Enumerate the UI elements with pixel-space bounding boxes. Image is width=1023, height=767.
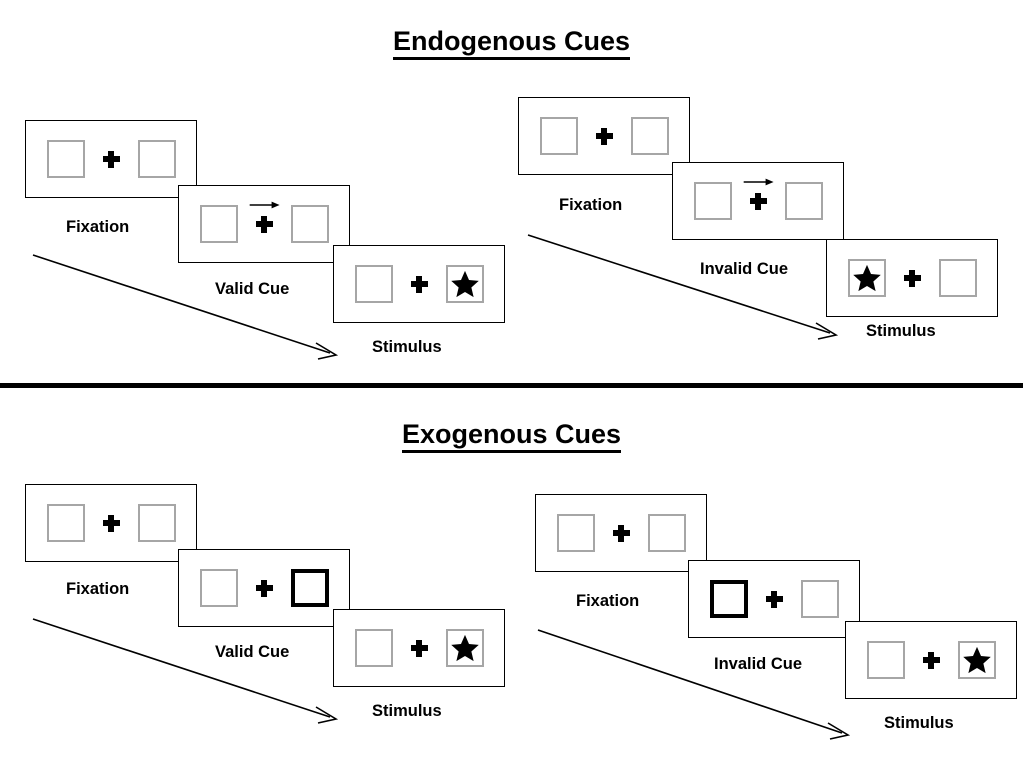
box-right: [800, 580, 839, 618]
fixation-cross-icon: [410, 639, 428, 657]
panel-label-endogenous-valid-cue: Valid Cue: [215, 280, 290, 298]
star-icon: [962, 646, 991, 674]
fixation-cross-icon: [743, 178, 774, 210]
panel-label-endogenous-valid-stimulus: Stimulus: [372, 338, 442, 356]
time-arrow-exogenous-valid: [32, 618, 339, 724]
box-left-cued: [709, 580, 748, 618]
box-left: [354, 265, 393, 303]
box-left: [539, 117, 578, 155]
box-left: [199, 205, 238, 243]
box-right: [137, 504, 176, 542]
time-arrow-endogenous-valid: [32, 254, 339, 360]
box-right-cued: [290, 569, 329, 607]
panel-exogenous-valid-fixation: [25, 484, 197, 562]
fixation-cross-icon: [765, 590, 783, 608]
section-title-endogenous: Endogenous Cues: [0, 26, 1023, 60]
box-left-target: [847, 259, 886, 297]
star-icon: [450, 634, 479, 662]
panel-label-exogenous-valid-stimulus: Stimulus: [372, 702, 442, 720]
box-right: [784, 182, 823, 220]
section-title-endogenous-text: Endogenous Cues: [392, 26, 630, 60]
section-title-exogenous-text: Exogenous Cues: [401, 419, 622, 453]
fixation-cross-icon: [249, 201, 280, 233]
panel-label-exogenous-invalid-cue: Invalid Cue: [714, 655, 803, 673]
panel-exogenous-valid-cue: [178, 549, 350, 627]
fixation-cross-icon: [612, 524, 630, 542]
panel-endogenous-valid-fixation: [25, 120, 197, 198]
box-right-target: [957, 641, 996, 679]
panel-label-endogenous-invalid-cue: Invalid Cue: [700, 260, 789, 278]
fixation-cross-icon: [903, 269, 921, 287]
box-left: [693, 182, 732, 220]
box-right-target: [445, 629, 484, 667]
panel-label-exogenous-valid-cue: Valid Cue: [215, 643, 290, 661]
panel-exogenous-invalid-cue: [688, 560, 860, 638]
star-icon: [450, 270, 479, 298]
box-right: [630, 117, 669, 155]
box-right: [647, 514, 686, 552]
panel-endogenous-invalid-cue: [672, 162, 844, 240]
panel-label-endogenous-invalid-stimulus: Stimulus: [866, 322, 936, 340]
box-right: [290, 205, 329, 243]
panel-endogenous-invalid-fixation: [518, 97, 690, 175]
fixation-cross-icon: [595, 127, 613, 145]
panel-exogenous-invalid-stimulus: [845, 621, 1017, 699]
fixation-cross-icon: [255, 579, 273, 597]
panel-exogenous-valid-stimulus: [333, 609, 505, 687]
box-left: [354, 629, 393, 667]
fixation-cross-icon: [102, 514, 120, 532]
panel-label-endogenous-invalid-fixation: Fixation: [559, 196, 623, 214]
section-divider: [0, 383, 1023, 388]
box-left: [866, 641, 905, 679]
panel-endogenous-invalid-stimulus: [826, 239, 998, 317]
fixation-cross-icon: [922, 651, 940, 669]
box-right: [938, 259, 977, 297]
fixation-cross-icon: [102, 150, 120, 168]
panel-label-exogenous-invalid-fixation: Fixation: [576, 592, 640, 610]
time-arrow-exogenous-invalid: [537, 629, 851, 740]
star-icon: [852, 264, 881, 292]
arrow-right-cue-icon: [743, 178, 774, 185]
panel-exogenous-invalid-fixation: [535, 494, 707, 572]
fixation-cross-icon: [410, 275, 428, 293]
box-right-target: [445, 265, 484, 303]
arrow-right-cue-icon: [249, 201, 280, 208]
panel-endogenous-valid-cue: [178, 185, 350, 263]
box-left: [46, 504, 85, 542]
time-arrow-endogenous-invalid: [527, 234, 839, 340]
panel-label-endogenous-valid-fixation: Fixation: [66, 218, 130, 236]
box-left: [556, 514, 595, 552]
panel-endogenous-valid-stimulus: [333, 245, 505, 323]
box-left: [46, 140, 85, 178]
box-right: [137, 140, 176, 178]
panel-label-exogenous-invalid-stimulus: Stimulus: [884, 714, 954, 732]
box-left: [199, 569, 238, 607]
panel-label-exogenous-valid-fixation: Fixation: [66, 580, 130, 598]
section-title-exogenous: Exogenous Cues: [0, 419, 1023, 453]
